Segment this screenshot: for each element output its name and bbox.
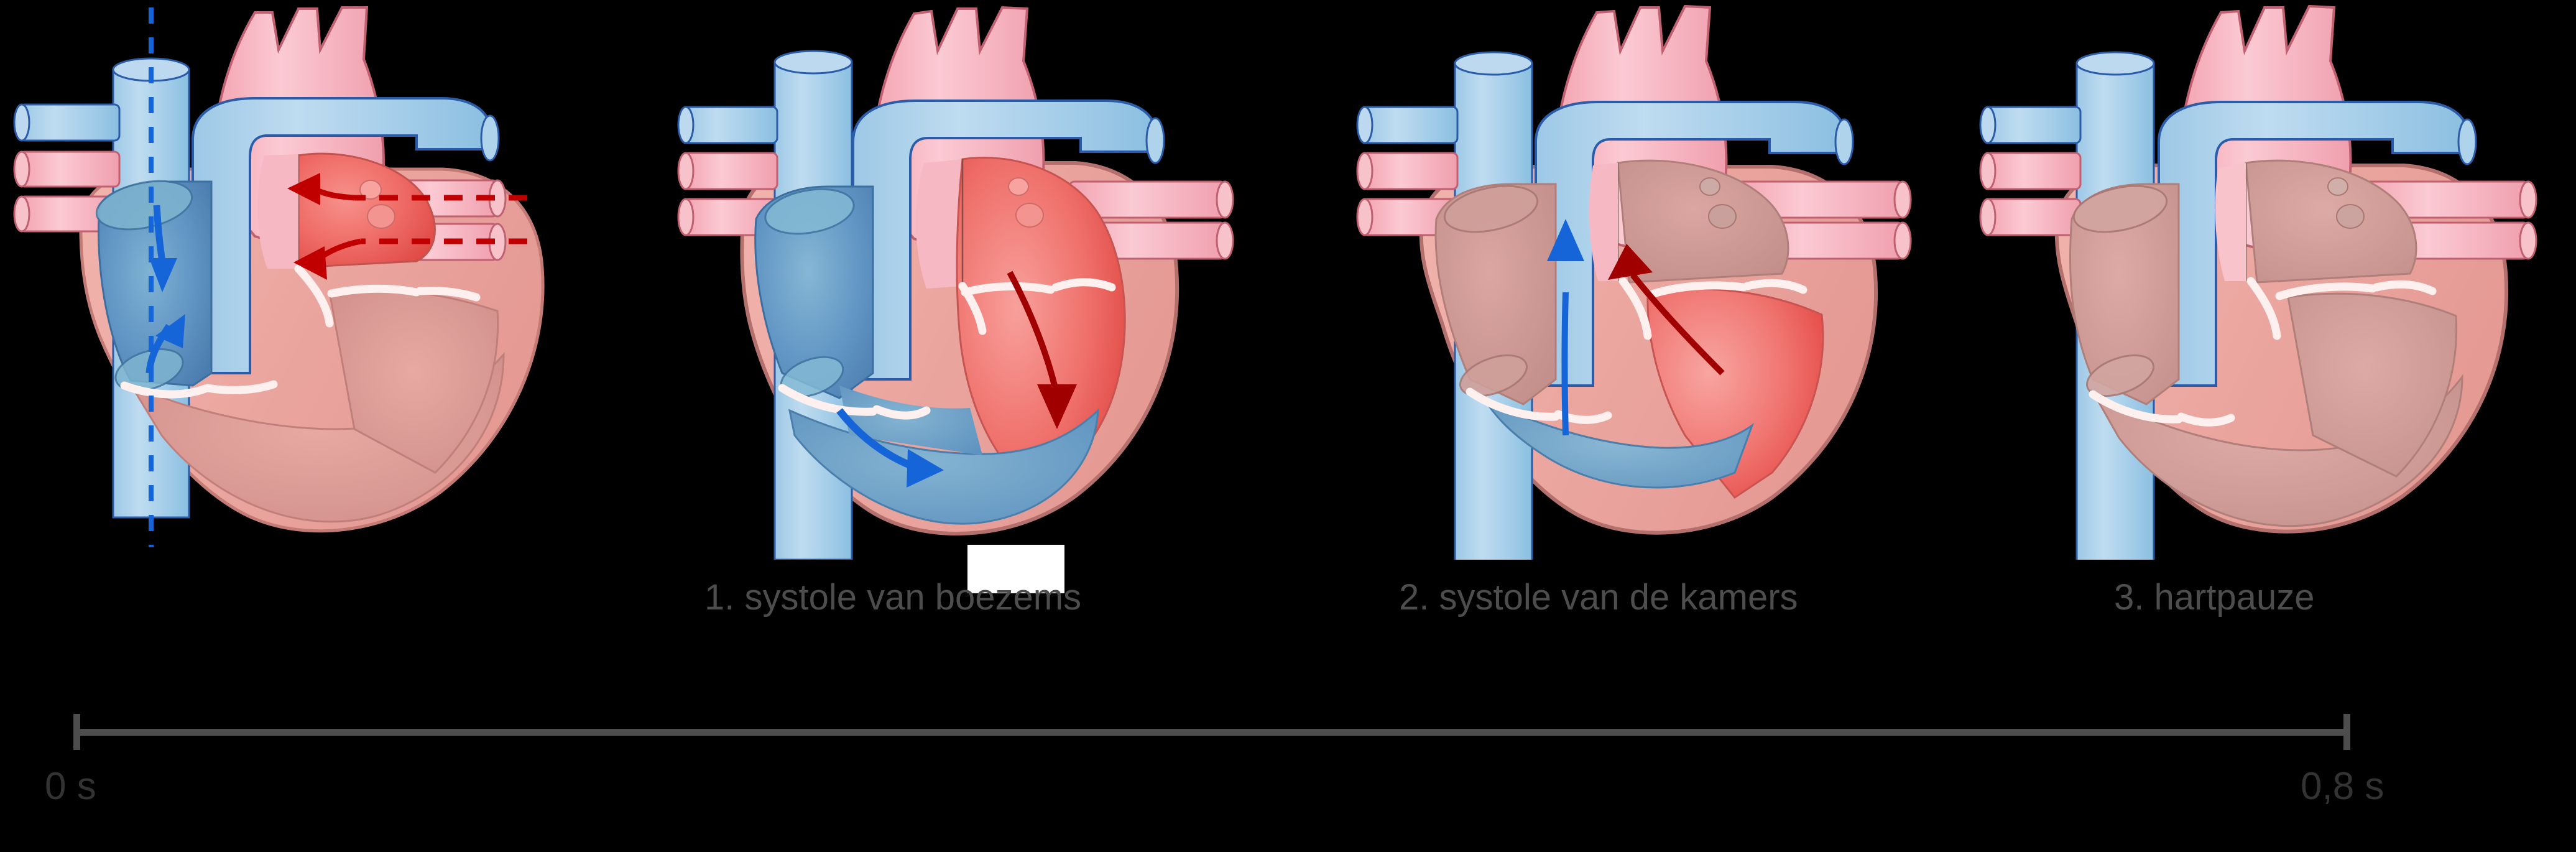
white-overlay-patch [967, 545, 1064, 593]
pulmonary-veins-left-1 [677, 152, 778, 236]
right-atrium-3 [2069, 183, 2180, 405]
flow-arrow-blue-up-0 [145, 314, 185, 374]
flow-arrow-blue-down-1 [836, 408, 944, 488]
phase-label-3: 3. hartpauze [2114, 577, 2315, 618]
phase-label-1: 1. systole van boezems [704, 577, 1082, 618]
heart-valves-1 [778, 278, 1116, 420]
left-atrium-3 [2245, 159, 2417, 284]
flow-arrow-blue-up-2 [1547, 219, 1584, 436]
heart-valves-3 [2089, 277, 2437, 427]
heart-diagram-phase-1 [634, 0, 1256, 560]
timeline-axis: 0 s 0,8 s [0, 703, 2576, 852]
heart-diagram-phase-2 [1337, 0, 1959, 560]
left-atrium-septum-1 [915, 159, 963, 289]
ventricles-0 [128, 289, 505, 523]
timeline-tick-end [2343, 714, 2350, 750]
right-ventricle-2 [1480, 396, 1755, 489]
atrium-septum-0 [257, 154, 298, 269]
left-atrium-2 [1617, 159, 1789, 284]
pulmonary-artery-1 [852, 100, 1165, 381]
heart-diagram-phase-3 [1965, 0, 2576, 560]
vena-cava-branch-3 [1979, 106, 2082, 144]
heart-svg-1 [677, 6, 1234, 560]
flow-arrow-red-down-1 [1007, 271, 1077, 429]
heart-svg-3 [1979, 4, 2537, 560]
timeline-label-end: 0,8 s [2301, 765, 2384, 808]
phase-label-2: 2. systole van de kamers [1399, 577, 1798, 618]
vena-cava-branch-0 [13, 103, 121, 142]
atrial-septum-2 [1589, 163, 1618, 281]
flow-arrow-red-dashed-lower-0 [293, 238, 527, 280]
pulmonary-veins-left-3 [1979, 152, 2082, 236]
heart-valves-0 [120, 264, 481, 399]
right-atrium-2 [1434, 183, 1557, 405]
pulmonary-veins-left-0 [13, 150, 121, 233]
timeline-label-start: 0 s [45, 765, 96, 808]
flow-arrow-red-dashed-upper-0 [287, 173, 527, 205]
timeline-bar [73, 729, 2350, 736]
timeline-tick-start [73, 714, 80, 750]
flow-arrow-red-up-2 [1608, 244, 1725, 376]
heart-svg-0 [13, 6, 545, 547]
heart-svg-2 [1356, 4, 1912, 560]
pulmonary-artery-0 [192, 97, 500, 374]
left-atrium-0 [297, 152, 436, 269]
left-ventricle-1 [956, 157, 1126, 493]
flow-arrow-blue-down-0 [149, 205, 177, 292]
right-atrium-1 [754, 185, 874, 399]
heart-diagram-phase-0 [6, 0, 628, 560]
vena-cava-branch-1 [677, 106, 778, 144]
ventricles-3 [2090, 292, 2463, 527]
vena-cava-branch-2 [1356, 106, 1459, 144]
atrial-septum-3 [2215, 163, 2246, 281]
pulmonary-artery-3 [2158, 101, 2477, 387]
